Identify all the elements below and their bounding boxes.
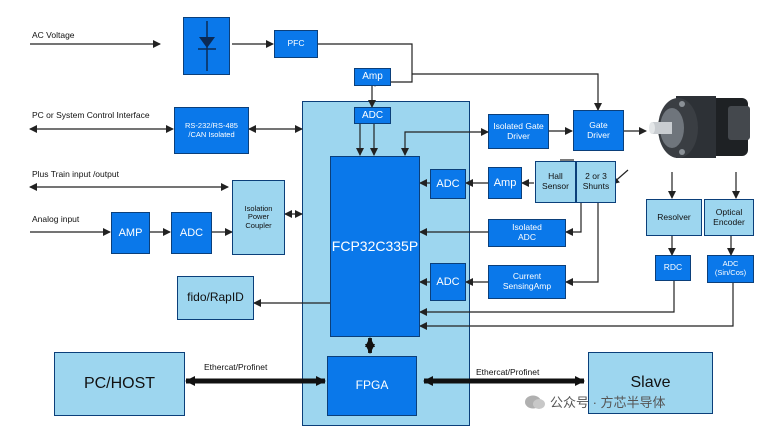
wire-pfc-gatedriver-2 <box>412 73 602 111</box>
shunts-block: 2 or 3 Shunts <box>576 161 616 203</box>
wire-shunts-isoadc <box>565 203 582 236</box>
ac-voltage-label: AC Voltage <box>32 30 75 40</box>
wire-mcu-gatedrv <box>401 128 489 156</box>
adc-analog-block: ADC <box>171 212 212 254</box>
mcu-block: FCP32C335P <box>330 156 420 337</box>
hall-sensor-block: Hall Sensor <box>535 161 576 203</box>
rs232-block: RS-232/RS-485 /CAN Isolated <box>174 107 249 154</box>
amp-top-block: Amp <box>354 68 391 86</box>
rectifier-block <box>183 17 230 75</box>
servo-motor-image <box>649 96 750 158</box>
fpga-block: FPGA <box>327 356 417 416</box>
current-sensing-amp-block: Current SensingAmp <box>488 265 566 299</box>
wire-adcsc-mcu <box>419 283 734 330</box>
amp-mid-block: Amp <box>488 167 522 199</box>
pfc-block: PFC <box>274 30 318 58</box>
ethercat-left-label: Ethercat/Profinet <box>204 362 268 372</box>
isolation-coupler-block: Isolation Power Coupler <box>232 180 285 255</box>
ethercat-right-label: Ethercat/Profinet <box>476 367 540 377</box>
watermark-text: 公众号 · 方芯半导体 <box>550 395 666 410</box>
pc-host-block: PC/HOST <box>54 352 185 416</box>
wire-shunts-current <box>565 203 599 286</box>
analog-input-label: Analog input <box>32 214 80 224</box>
adc-left-block: ADC <box>430 169 466 199</box>
slave-block: Slave <box>588 352 713 414</box>
rdc-block: RDC <box>655 255 691 281</box>
diode-icon <box>198 21 216 71</box>
adc-sincos-block: ADC (Sin/Cos) <box>707 255 754 283</box>
adc-top-block: ADC <box>354 107 391 124</box>
isolated-adc-block: Isolated ADC <box>488 219 566 247</box>
gate-driver-block: Gate Driver <box>573 110 624 151</box>
plus-train-label: Plus Train input /output <box>32 169 119 179</box>
watermark: 公众号 · 方芯半导体 <box>524 392 666 411</box>
optical-encoder-block: Optical Encoder <box>704 199 754 236</box>
pc-interface-label: PC or System Control Interface <box>32 110 150 120</box>
adc-current-block: ADC <box>430 263 466 301</box>
isolated-gate-driver-block: Isolated Gate Driver <box>488 114 549 149</box>
resolver-block: Resolver <box>646 199 702 236</box>
wechat-icon <box>525 395 545 409</box>
amp-analog-block: AMP <box>111 212 150 254</box>
fido-block: fido/RapID <box>177 276 254 320</box>
wire-rdc-mcu <box>419 281 675 316</box>
